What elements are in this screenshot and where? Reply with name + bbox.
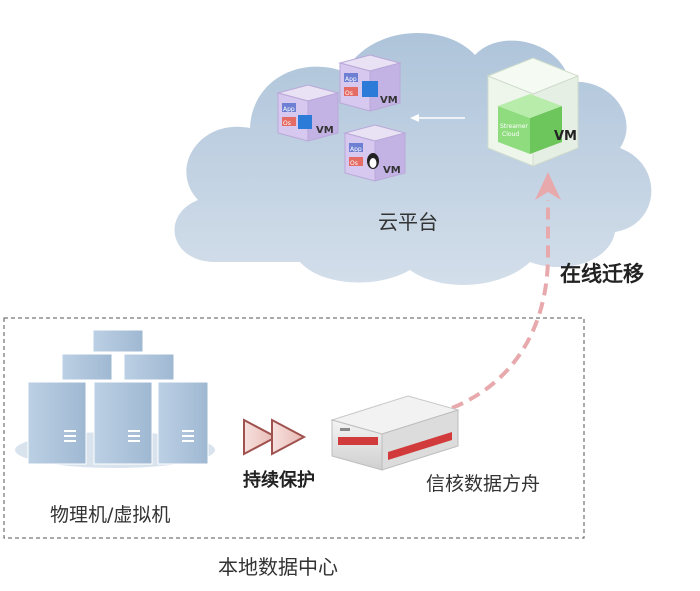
vm-cube-left: App Os VM: [276, 84, 340, 142]
migrated-vm-cube: Streamer Cloud VM: [486, 57, 580, 167]
datacenter-label: 本地数据中心: [218, 555, 338, 579]
migrated-vm-text1: Streamer: [500, 123, 528, 130]
vm-label: VM: [380, 95, 398, 106]
vm-cube-top: App Os VM: [338, 54, 402, 112]
servers-label: 物理机/虚拟机: [50, 504, 171, 526]
data-ark-label: 信核数据方舟: [426, 473, 541, 495]
datacenter-border: [3, 317, 585, 539]
data-ark-appliance: [330, 395, 460, 471]
vm-label: VM: [383, 165, 401, 176]
vm-app-label: App: [350, 146, 362, 153]
cloud-shape: [174, 33, 652, 285]
protection-arrow-icon: [243, 418, 307, 456]
migrated-vm-text2: Cloud: [502, 131, 519, 138]
vm-app-label: App: [283, 106, 295, 113]
live-migration-label: 在线迁移: [560, 262, 644, 286]
vm-os-label: Os: [283, 120, 291, 127]
windows-icon: [298, 115, 312, 129]
cloud-internal-arrow: [410, 114, 465, 122]
vm-os-label: Os: [345, 90, 353, 97]
continuous-protection-label: 持续保护: [243, 470, 315, 491]
migration-arrow: [451, 172, 561, 410]
vm-label: VM: [316, 125, 334, 136]
vm-app-label: App: [345, 76, 357, 83]
server-cluster: [15, 329, 215, 468]
migrated-vm-label: VM: [554, 129, 577, 144]
vm-os-label: Os: [350, 160, 358, 167]
cloud-platform-label: 云平台: [378, 210, 438, 234]
vm-cube-bottom: App Os VM: [343, 124, 407, 182]
